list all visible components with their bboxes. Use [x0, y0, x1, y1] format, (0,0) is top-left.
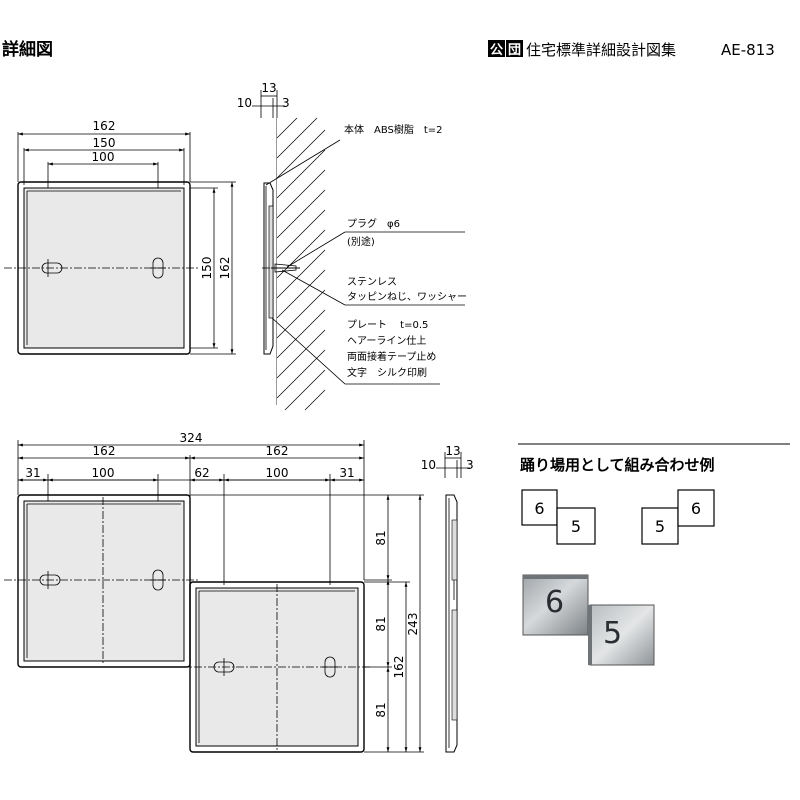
note-plug: プラグ φ6 [347, 217, 400, 230]
example-card-label-5-b: 5 [655, 517, 665, 536]
screw-slot-right [150, 257, 166, 279]
top-front-view: 162 150 100 150 162 [4, 119, 236, 355]
example-heading: 踊り場用として組み合わせ例 [520, 456, 715, 474]
note-plug-separate: (別途) [347, 235, 375, 248]
example-card-6-b [677, 489, 715, 527]
screw-slot-card1-right [150, 569, 166, 591]
photo-plate-5: 5 [603, 616, 622, 651]
dim-31-right: 31 [339, 466, 354, 480]
dim-243: 243 [406, 613, 420, 636]
bottom-side-section: 13 10 3 [421, 444, 474, 753]
dim-3-side-bottom: 3 [466, 458, 474, 472]
dim-81-top: 81 [374, 530, 388, 545]
note-plate: プレート t=0.5 [347, 319, 428, 331]
dim-162-left: 162 [93, 444, 116, 458]
dim-3-side: 3 [282, 96, 290, 110]
dim-162-right: 162 [266, 444, 289, 458]
dim-62: 62 [194, 466, 209, 480]
logo-char-2: 団 [508, 43, 521, 58]
publisher-logo: 公 団 [488, 40, 523, 58]
example-photo: 6 5 [522, 574, 655, 666]
dim-100-right: 100 [266, 466, 289, 480]
dim-324: 324 [180, 431, 203, 445]
note-adhesive-tape: 両面接着テープ止め [347, 350, 436, 363]
dim-162-vertical: 162 [392, 656, 406, 679]
example-card-5-a [556, 507, 596, 545]
screw-slot-card2-right [322, 656, 338, 678]
example-card-label-6-b: 6 [691, 499, 701, 518]
dim-100-width: 100 [92, 150, 115, 164]
note-stainless: ステンレス [347, 277, 397, 288]
catalog-name: 住宅標準詳細設計図集 [526, 41, 676, 59]
page-title: 詳細図 [2, 39, 53, 60]
photo-plate-6: 6 [545, 585, 564, 620]
example-card-label-6-a: 6 [534, 499, 544, 518]
dim-81-middle: 81 [374, 616, 388, 631]
bottom-front-view: 324 162 162 31 100 62 100 31 [4, 431, 424, 753]
dim-150-height: 150 [200, 257, 214, 280]
note-hairline: ヘアーライン仕上 [347, 334, 426, 347]
note-silk-print: 文字 シルク印刷 [347, 366, 427, 379]
dim-13-side-bottom: 13 [445, 444, 460, 458]
dim-81-bottom: 81 [374, 702, 388, 717]
note-body-material: 本体 ABS樹脂 t=2 [344, 123, 443, 136]
dim-100-left: 100 [92, 466, 115, 480]
example-card-label-5-a: 5 [571, 517, 581, 536]
dim-162-height: 162 [218, 257, 232, 280]
dim-10-side: 10 [237, 96, 252, 110]
dim-150-width: 150 [93, 136, 116, 150]
dim-162-width: 162 [93, 119, 116, 133]
dim-31-left: 31 [25, 466, 40, 480]
screw-slot-left [41, 259, 63, 277]
top-side-section: 13 10 3 [237, 81, 465, 411]
combination-example: 踊り場用として組み合わせ例 6 5 5 6 6 5 [518, 443, 790, 666]
dim-13-side: 13 [261, 81, 276, 95]
logo-char-1: 公 [490, 43, 503, 58]
catalog-code: AE-813 [721, 41, 775, 59]
note-tapping-screw: タッピンねじ、ワッシャー [347, 291, 467, 303]
screw-slot-card1-left [39, 571, 61, 589]
dim-10-side-bottom: 10 [421, 458, 436, 472]
screw-slot-card2-left [213, 658, 235, 676]
